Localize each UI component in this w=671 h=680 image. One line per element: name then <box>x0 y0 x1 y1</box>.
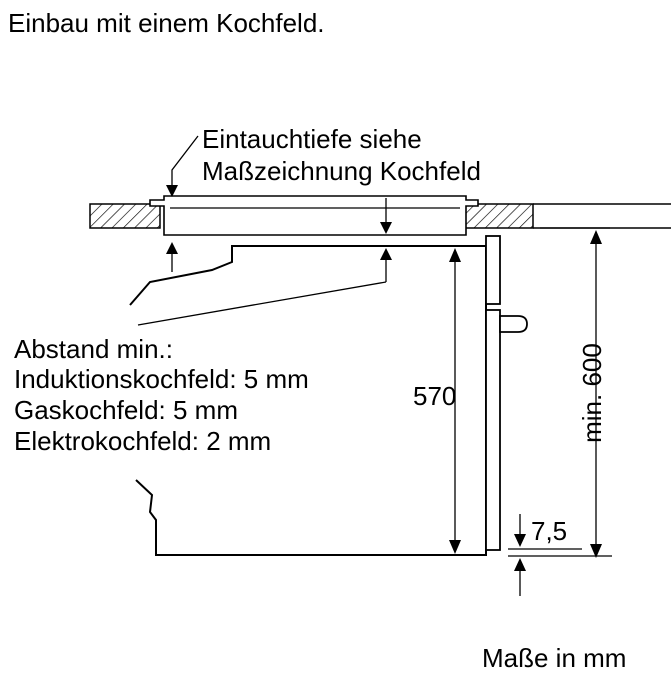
dim-75-arrow-bottom-head <box>514 558 526 571</box>
gap-arrow-bottom-head <box>380 248 392 260</box>
callout-top-arrowhead <box>166 185 178 197</box>
dim-600-arrow-top <box>590 230 602 244</box>
oven-outline-bottom <box>135 479 487 556</box>
dim-570-arrow-top <box>449 248 461 262</box>
callout-top-line1: Eintauchtiefe siehe <box>202 124 422 154</box>
callout-left-line4: Elektrokochfeld: 2 mm <box>14 426 272 456</box>
callout-left-line1: Abstand min.: <box>14 334 173 364</box>
worktop-left <box>89 203 161 229</box>
cooktop <box>149 195 479 236</box>
worktop-right <box>464 203 534 229</box>
oven-knob <box>499 315 528 333</box>
callout-top-line2: Maßzeichnung Kochfeld <box>202 156 481 186</box>
units-note: Maße in mm <box>482 643 627 673</box>
dimension-7-5-label: 7,5 <box>531 516 568 546</box>
callout-top-pointer <box>171 135 199 192</box>
diagram-title: Einbau mit einem Kochfeld. <box>8 8 325 38</box>
dimension-570-label: 570 <box>413 381 457 411</box>
callout-left-line3: Gaskochfeld: 5 mm <box>14 395 238 425</box>
clearance-arrow-left-head <box>166 242 178 254</box>
oven-door-lower <box>485 309 501 551</box>
dimension-min-600-label: min. 600 <box>577 343 607 443</box>
gap-arrow-top-head <box>380 222 392 234</box>
dim-570-arrow-bottom <box>449 540 461 554</box>
dim-75-arrow-top-head <box>514 534 526 547</box>
callout-left-line2: Induktionskochfeld: 5 mm <box>14 364 309 394</box>
oven-door-upper <box>485 235 501 305</box>
callout-left-leader <box>137 281 387 326</box>
dim-600-arrow-bottom <box>590 544 602 558</box>
